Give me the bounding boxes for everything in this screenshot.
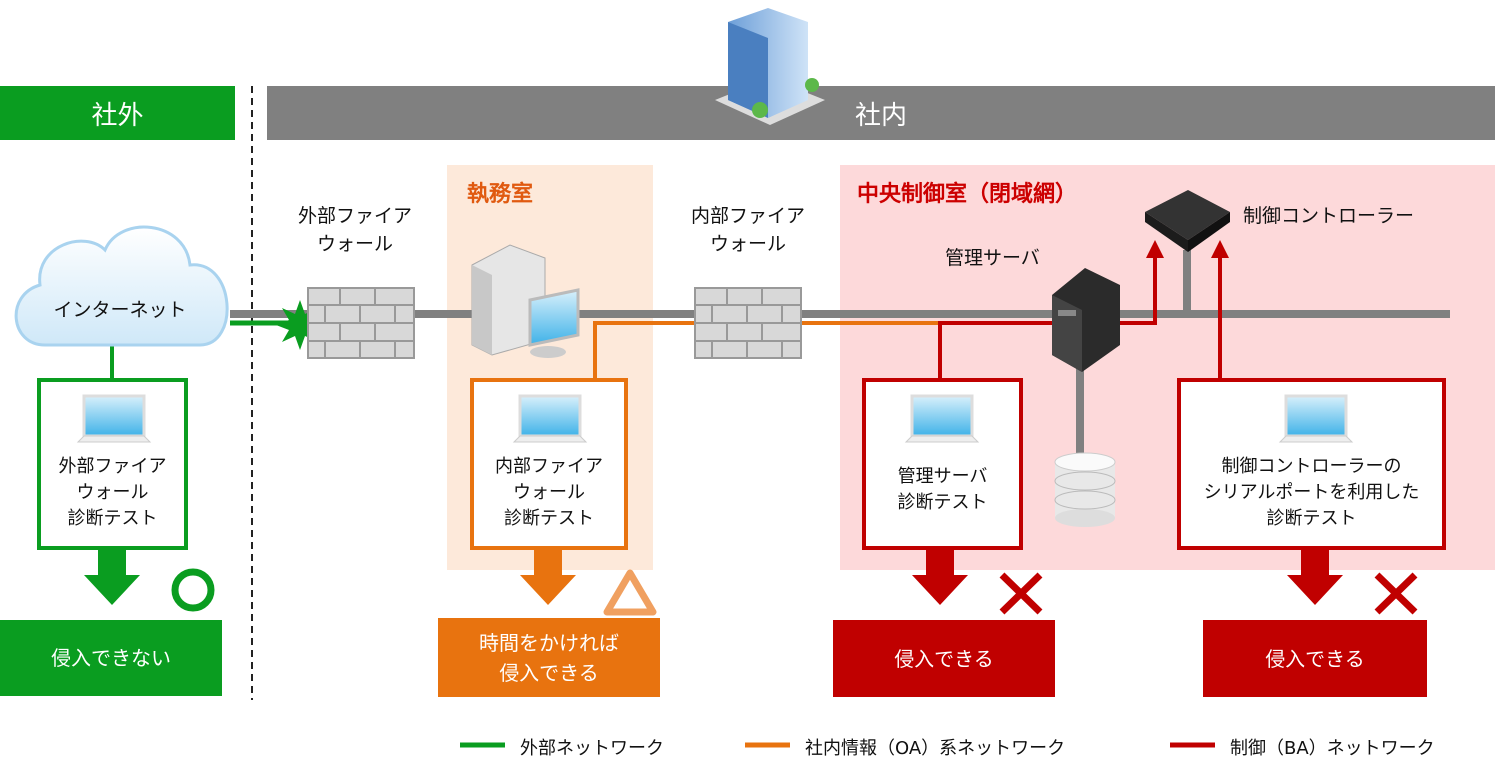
arrow-down-icon <box>84 548 140 605</box>
internal-firewall-icon <box>694 287 802 359</box>
management-server-icon <box>1052 268 1120 372</box>
desktop-pc-icon <box>471 244 580 358</box>
zone-outside: 社外 <box>0 86 235 140</box>
laptop-icon <box>1278 394 1354 443</box>
circle-icon <box>171 568 215 612</box>
laptop-icon <box>512 394 588 443</box>
result-mgmt-server: 侵入できる <box>833 620 1055 697</box>
triangle-icon <box>603 569 657 616</box>
oa-line <box>593 321 940 380</box>
test-box-external-fw: 外部ファイア ウォール 診断テスト <box>37 378 188 550</box>
zone-inside: 社内 <box>267 86 1495 140</box>
management-server-label: 管理サーバ <box>945 247 1040 269</box>
building-icon <box>715 8 825 125</box>
laptop-icon <box>76 394 152 443</box>
legend-ba: 制御（BA）ネットワーク <box>1230 738 1435 759</box>
cloud-icon <box>14 225 229 347</box>
arrow-down-icon <box>912 548 968 605</box>
result-external-fw: 侵入できない <box>0 620 222 696</box>
test-box-internal-fw: 内部ファイア ウォール 診断テスト <box>470 378 628 550</box>
external-firewall-label: 外部ファイアウォール <box>297 205 412 255</box>
result-controller-serial: 侵入できる <box>1203 620 1427 697</box>
arrow-down-icon <box>1287 548 1343 605</box>
external-firewall-icon <box>307 287 415 359</box>
laptop-icon <box>904 394 980 443</box>
result-internal-fw: 時間をかければ 侵入できる <box>438 618 660 697</box>
arrow-down-icon <box>520 548 576 605</box>
control-room-label: 中央制御室（閉域網） <box>857 182 1078 207</box>
legend-external: 外部ネットワーク <box>520 738 664 759</box>
ba-line <box>938 255 1157 380</box>
cross-icon <box>1374 572 1418 615</box>
internal-firewall-label: 内部ファイアウォール <box>690 205 805 255</box>
controller-icon <box>1145 190 1230 252</box>
test-box-controller-serial: 制御コントローラーの シリアルポートを利用した 診断テスト <box>1177 378 1446 550</box>
controller-label: 制御コントローラー <box>1243 205 1415 227</box>
test-box-mgmt-server: 管理サーバ 診断テスト <box>862 378 1023 550</box>
legend-oa: 社内情報（OA）系ネットワーク <box>805 738 1066 759</box>
office-room-label: 執務室 <box>467 182 534 207</box>
internet-label: インターネット <box>53 299 187 321</box>
cross-icon <box>999 572 1043 615</box>
database-icon <box>1054 452 1116 527</box>
